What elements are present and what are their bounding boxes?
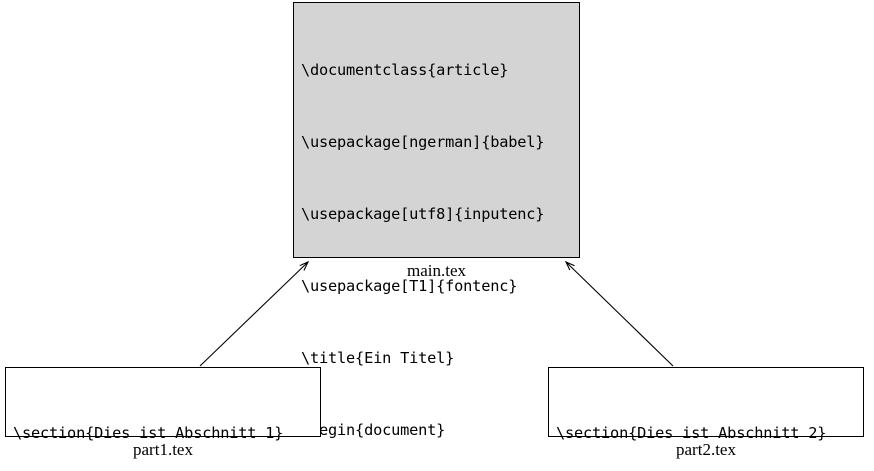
part2-tex-code-box: \section{Dies ist Abschnitt 2} Hier ein … bbox=[548, 367, 864, 442]
code-line: \usepackage[utf8]{inputenc} bbox=[301, 205, 545, 223]
connector-part2-to-main bbox=[566, 262, 674, 367]
code-line: \title{Ein Titel} bbox=[301, 349, 455, 367]
connector-part1-to-main bbox=[199, 262, 308, 367]
part2-tex-caption: part2.tex bbox=[676, 440, 736, 459]
code-line: \usepackage[T1]{fontenc} bbox=[301, 277, 518, 295]
code-line: \section{Dies ist Abschnitt 1} bbox=[13, 424, 284, 442]
code-line: \documentclass{article} bbox=[301, 61, 509, 79]
code-line: \section{Dies ist Abschnitt 2} bbox=[556, 424, 827, 442]
main-tex-caption: main.tex bbox=[406, 261, 466, 280]
part1-tex-code-box: \section{Dies ist Abschnitt 1} Hier ein … bbox=[5, 367, 321, 442]
part1-tex-caption: part1.tex bbox=[133, 440, 193, 459]
code-line: \usepackage[ngerman]{babel} bbox=[301, 133, 545, 151]
code-line: \begin{document} bbox=[301, 421, 446, 439]
main-tex-code-box: \documentclass{article} \usepackage[nger… bbox=[293, 2, 580, 439]
